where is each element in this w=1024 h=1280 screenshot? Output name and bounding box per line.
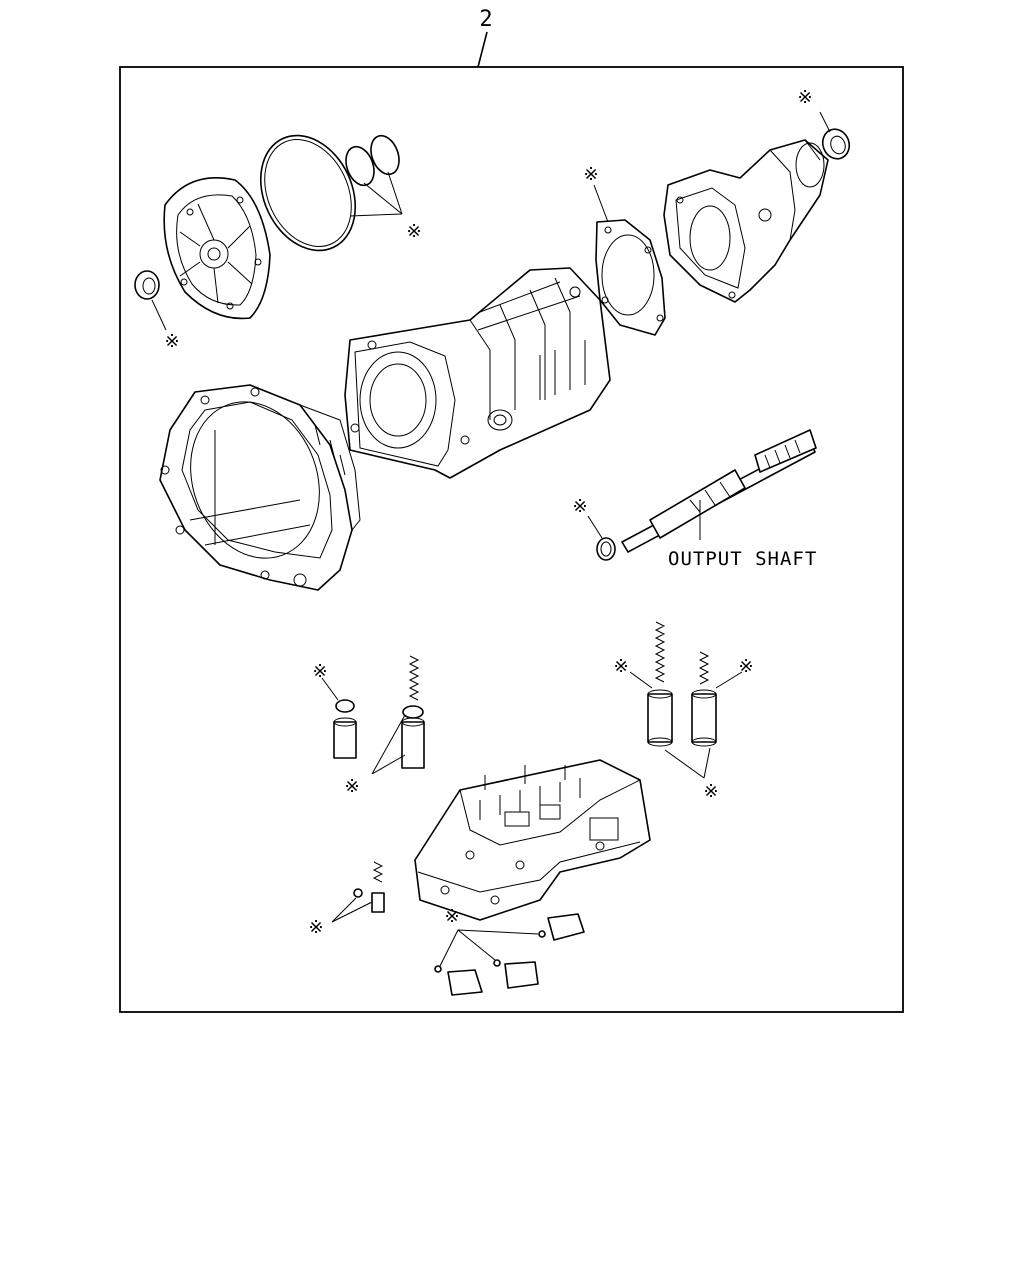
oil-pump-icon [163, 177, 271, 320]
valve-body-icon [414, 759, 651, 921]
item-number-label: 2 [479, 7, 492, 32]
solenoid-icon [434, 913, 585, 996]
kit-marker-piston-right-b: ※ [738, 656, 753, 677]
output-shaft-label: OUTPUT SHAFT [668, 548, 817, 570]
kit-marker-check-valve: ※ [308, 917, 323, 938]
kit-marker-solenoids: ※ [444, 906, 459, 927]
output-shaft-icon [621, 429, 817, 553]
extension-gasket-icon [593, 184, 666, 336]
extension-housing-icon [663, 139, 829, 303]
accumulator-piston-right-icon [629, 621, 743, 779]
output-shaft-o-ring-icon [587, 515, 616, 561]
check-valve-icon [331, 861, 385, 923]
kit-marker-gasket: ※ [583, 164, 598, 185]
torque-converter-housing-icon [159, 384, 361, 591]
kit-marker-piston-seals-right: ※ [703, 781, 718, 802]
kit-frame [119, 66, 904, 1013]
kit-marker-o-rings: ※ [406, 221, 421, 242]
kit-marker-piston-right-a: ※ [613, 656, 628, 677]
kit-marker-piston-seals-left: ※ [344, 776, 359, 797]
o-ring-set-icon [259, 134, 403, 252]
accumulator-piston-left-icon [321, 655, 425, 775]
kit-marker-piston-top-left: ※ [312, 661, 327, 682]
transmission-case-icon [344, 267, 611, 479]
rear-seal-icon [819, 111, 851, 160]
kit-marker-output-o-ring: ※ [572, 496, 587, 517]
front-seal-icon [134, 270, 167, 331]
kit-marker-front-seal: ※ [164, 331, 179, 352]
kit-marker-rear-seal: ※ [797, 87, 812, 108]
item-number-leader [477, 31, 488, 68]
